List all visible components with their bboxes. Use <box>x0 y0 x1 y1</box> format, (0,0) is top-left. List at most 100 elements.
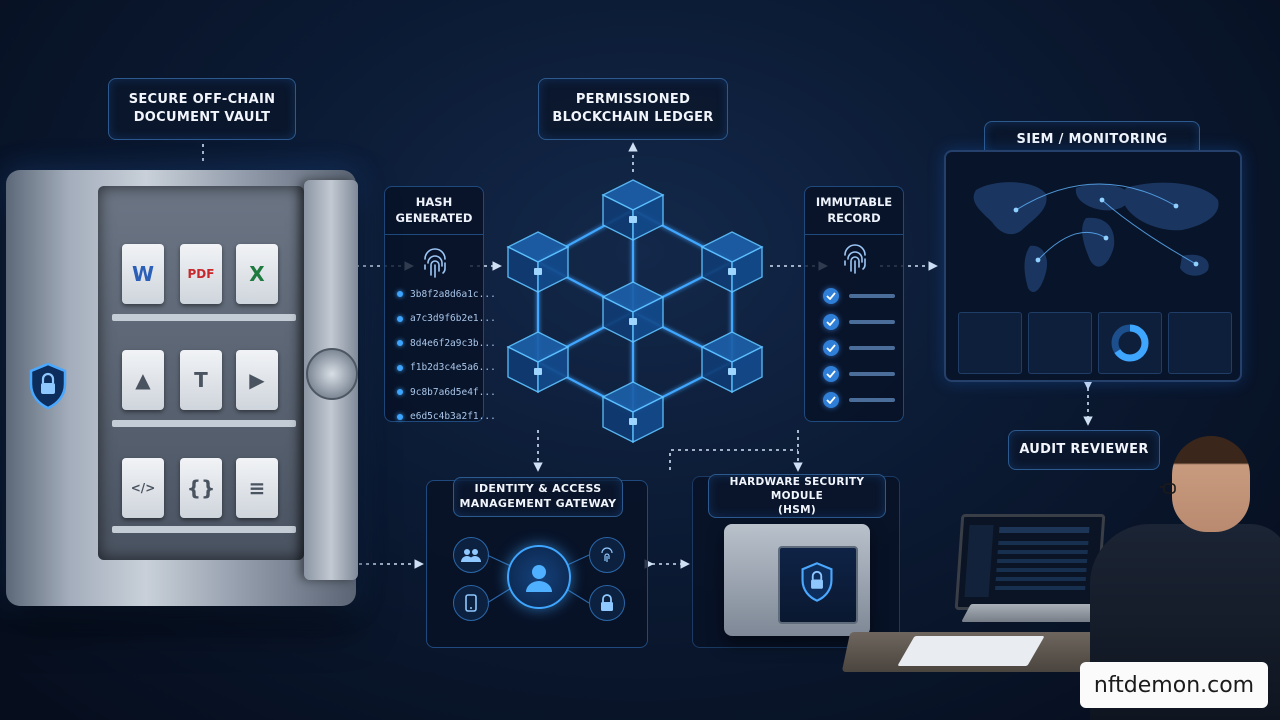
checkmark-icon <box>823 392 839 408</box>
video-document-icon: ▶ <box>236 350 278 410</box>
checkmark-icon <box>823 340 839 356</box>
text-document-icon: T <box>180 350 222 410</box>
fingerprint-icon <box>424 248 446 278</box>
blockchain-block <box>700 231 764 294</box>
laptop-screen <box>954 514 1106 610</box>
dashboard-card <box>1168 312 1232 374</box>
hsm-label: HARDWARE SECURITY MODULE (HSM) <box>708 474 886 518</box>
dashboard-card <box>1028 312 1092 374</box>
fingerprint-icon <box>844 244 866 274</box>
word-document-icon: W <box>122 244 164 304</box>
auditor-label-text: AUDIT REVIEWER <box>1019 442 1149 458</box>
hash-panel-title: HASH GENERATED <box>385 187 483 236</box>
record-line <box>849 320 895 324</box>
record-line <box>849 294 895 298</box>
hash-bullet-icon <box>397 389 403 395</box>
lock-icon <box>589 585 625 621</box>
hash-bullet-icon <box>397 413 403 420</box>
hash-bullet-icon <box>397 340 403 346</box>
checkmark-icon <box>823 366 839 382</box>
excel-document-icon: X <box>236 244 278 304</box>
record-entry <box>823 335 895 361</box>
hash-value: e6d5c4b3a2f1... <box>410 411 496 422</box>
record-entry <box>823 309 895 335</box>
immutable-record-title: IMMUTABLE RECORD <box>805 187 903 236</box>
record-line <box>849 372 895 376</box>
world-map-graphic <box>973 182 1219 293</box>
lock-icon <box>629 318 637 325</box>
vault-shelf <box>112 526 296 533</box>
siem-dashboard <box>944 150 1242 382</box>
hash-value: 3b8f2a8d6a1c... <box>410 288 496 300</box>
hash-row: 8d4e6f2a9c3b... <box>397 332 496 354</box>
document-glyph: T <box>194 368 208 392</box>
watermark: nftdemon.com <box>1080 662 1268 708</box>
audit-reviewer-head <box>1172 436 1250 532</box>
document-glyph: W <box>131 262 155 286</box>
vault-shelf <box>112 314 296 321</box>
hash-value: 9c8b7a6d5e4f... <box>410 386 496 398</box>
hash-bullet-icon <box>397 315 403 322</box>
hsm-label-text: HARDWARE SECURITY MODULE (HSM) <box>729 475 865 517</box>
mobile-icon <box>453 585 489 621</box>
auditor-label: AUDIT REVIEWER <box>1008 430 1160 470</box>
hash-value: f1b2d3c4e5a6... <box>410 362 496 373</box>
blockchain-block <box>601 381 665 444</box>
shield-lock-icon <box>29 362 67 410</box>
hash-list: 3b8f2a8d6a1c... a7c3d9f6b2e1... 8d4e6f2a9c… <box>397 283 496 430</box>
document-glyph: {} <box>186 476 216 500</box>
hash-row: 9c8b7a6d5e4f... <box>397 381 496 403</box>
hash-panel: HASH GENERATED 3b8f2a8d6a1c... a7c3d9f6b2… <box>384 186 496 422</box>
record-line <box>849 398 895 402</box>
lock-icon <box>728 268 736 275</box>
document-glyph: ▲ <box>135 368 151 392</box>
vault-dial-icon <box>306 348 358 400</box>
vault-label: SECURE OFF-CHAIN DOCUMENT VAULT <box>108 78 296 140</box>
donut-chart-icon <box>1111 324 1149 362</box>
record-entry <box>823 361 895 387</box>
blockchain-block <box>700 331 764 394</box>
lock-icon <box>629 216 637 223</box>
shield-lock-icon <box>801 562 833 602</box>
document-glyph: PDF <box>187 267 215 281</box>
hash-row: f1b2d3c4e5a6... <box>397 357 496 379</box>
dashboard-card <box>1098 312 1162 374</box>
vault-label-text: SECURE OFF-CHAIN DOCUMENT VAULT <box>128 92 276 125</box>
document-glyph: X <box>249 262 265 286</box>
glasses-icon <box>1160 483 1176 494</box>
hash-value: 8d4e6f2a9c3b... <box>410 337 496 349</box>
dashboard-card <box>958 312 1022 374</box>
document-glyph: ≡ <box>248 476 266 500</box>
document-paper <box>897 636 1045 666</box>
document-glyph: </> <box>130 481 156 495</box>
blockchain-block <box>506 231 570 294</box>
record-entry <box>823 283 895 309</box>
lock-icon <box>534 268 542 275</box>
pdf-document-icon: PDF <box>180 244 222 304</box>
record-entry <box>823 387 895 413</box>
lock-icon <box>534 368 542 375</box>
hash-value: a7c3d9f6b2e1... <box>410 313 496 324</box>
json-document-icon: {} <box>180 458 222 518</box>
hash-bullet-icon <box>397 364 403 371</box>
blockchain-block <box>601 281 665 344</box>
iam-label-text: IDENTITY & ACCESS MANAGEMENT GATEWAY <box>459 482 617 510</box>
immutable-record-panel: IMMUTABLE RECORD <box>804 186 904 422</box>
siem-label-text: SIEM / MONITORING <box>1016 132 1168 148</box>
database-document-icon: ≡ <box>236 458 278 518</box>
fingerprint-icon <box>589 537 625 573</box>
ledger-label: PERMISSIONED BLOCKCHAIN LEDGER <box>538 78 728 140</box>
hash-row: 3b8f2a8d6a1c... <box>397 283 496 305</box>
ledger-to-hsm-link <box>669 449 798 470</box>
users-icon <box>453 537 489 573</box>
check-list <box>805 283 895 413</box>
hash-row: e6d5c4b3a2f1... <box>397 406 496 428</box>
blockchain-block <box>506 331 570 394</box>
checkmark-icon <box>823 314 839 330</box>
code-document-icon: </> <box>122 458 164 518</box>
checkmark-icon <box>823 288 839 304</box>
iam-gateway-panel: IDENTITY & ACCESS MANAGEMENT GATEWAY <box>426 477 648 648</box>
lock-icon <box>629 418 637 425</box>
record-line <box>849 346 895 350</box>
